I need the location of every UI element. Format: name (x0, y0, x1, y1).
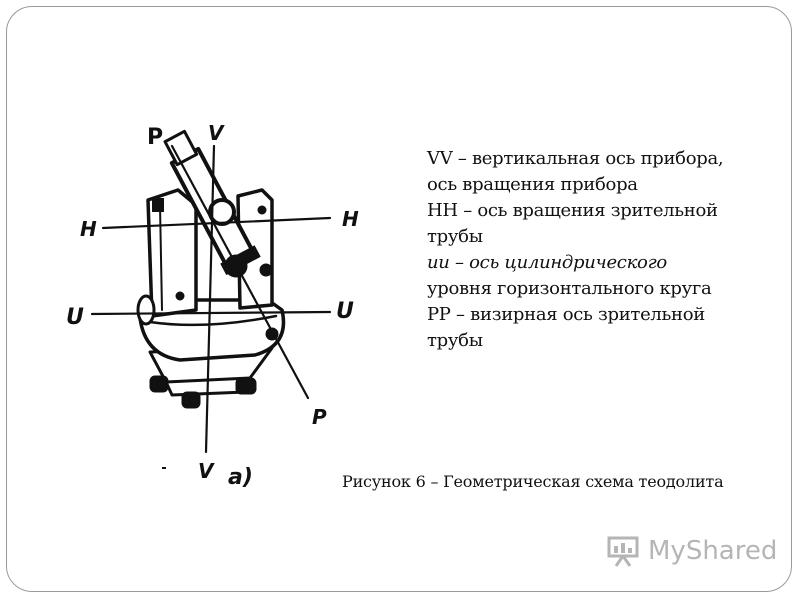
horizontal-axis-hh (101, 216, 332, 230)
foot-screw-right (235, 377, 257, 395)
foot-screw-left (149, 375, 169, 393)
left-standard-cap (152, 198, 164, 212)
label-h-left: H (80, 217, 97, 241)
left-standard-edge (159, 204, 163, 311)
label-u-left: U (66, 305, 84, 330)
watermark: MyShared (606, 534, 777, 568)
axis-description-line-8: трубы (427, 330, 483, 351)
label-p-top: P (147, 125, 163, 150)
slide-frame (6, 6, 792, 592)
right-standard-screw (257, 205, 267, 215)
figure-caption: Рисунок 6 – Геометрическая схема теодоли… (342, 472, 724, 491)
label-p-bottom: P (312, 405, 327, 429)
axis-description-line-5: uu – ось цилиндрического (427, 252, 667, 273)
axis-description-line-3: HH – ось вращения зрительной (427, 200, 718, 221)
telescope-eyepiece (163, 129, 199, 167)
foot-screw-center (181, 391, 201, 409)
level-vial-left (136, 294, 156, 326)
axis-description-line-7: PP – визирная ось зрительной (427, 304, 705, 325)
axis-description-line-2: ось вращения прибора (427, 174, 638, 195)
label-v-bottom: V (198, 459, 215, 483)
label-u-right: U (336, 299, 354, 324)
vertical-axis-vv (204, 144, 216, 454)
label-v-top: V (208, 121, 225, 145)
axis-description-line-6: уровня горизонтального круга (427, 278, 712, 299)
line-of-sight-pp (170, 144, 310, 400)
right-standard-knob (259, 263, 273, 277)
left-standard-screw (175, 291, 185, 301)
presentation-icon (607, 536, 639, 567)
label-panel-a: a) (228, 465, 253, 490)
watermark-text: MyShared (648, 536, 778, 566)
axis-description-line-4: трубы (427, 226, 483, 247)
axis-description-list: VV – вертикальная ось прибора, ось враще… (427, 146, 772, 354)
axis-description-line-1: VV – вертикальная ось прибора, (427, 148, 724, 169)
label-h-right: H (342, 207, 359, 231)
horizontal-axis-pivot (208, 198, 236, 226)
level-axis-uu (90, 310, 332, 316)
